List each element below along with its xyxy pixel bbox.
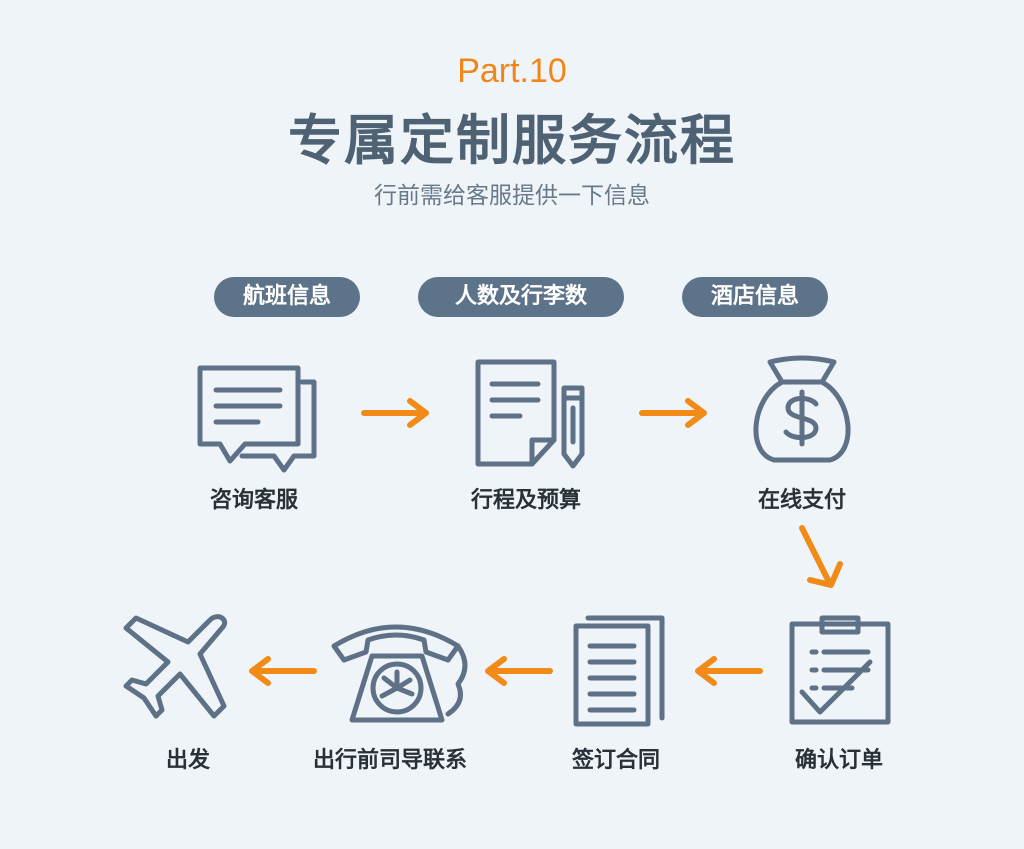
- money-bag-icon: [753, 355, 851, 463]
- step-label-consult: 咨询客服: [209, 488, 298, 513]
- arrow-right-1: [361, 398, 429, 428]
- airplane-icon: [123, 614, 228, 719]
- step-label-payment: 在线支付: [757, 488, 846, 513]
- step-label-depart: 出发: [165, 748, 210, 773]
- documents-icon: [573, 615, 665, 727]
- part-number: Part.10: [457, 52, 567, 90]
- clipboard-check-icon: [789, 615, 891, 725]
- step-label-driver-contact: 出行前司导联系: [312, 748, 467, 773]
- document-pencil-icon: [475, 359, 585, 469]
- page-title: 专属定制服务流程: [288, 109, 736, 172]
- arrow-left-2: [485, 656, 553, 686]
- tag-people-luggage: 人数及行李数: [418, 277, 624, 317]
- arrow-right-2: [639, 398, 707, 428]
- step-label-contract: 签订合同: [571, 748, 660, 773]
- tag-hotel-info: 酒店信息: [682, 277, 828, 317]
- chat-bubbles-icon: [197, 365, 317, 473]
- arrow-left-1: [695, 656, 763, 686]
- step-label-confirm: 确认订单: [794, 748, 883, 773]
- step-label-itinerary: 行程及预算: [470, 488, 581, 513]
- telephone-icon: [331, 624, 468, 723]
- arrow-down: [799, 525, 843, 588]
- tag-flight-info: 航班信息: [214, 277, 360, 317]
- arrow-left-3: [249, 656, 317, 686]
- page-subtitle: 行前需给客服提供一下信息: [374, 183, 650, 209]
